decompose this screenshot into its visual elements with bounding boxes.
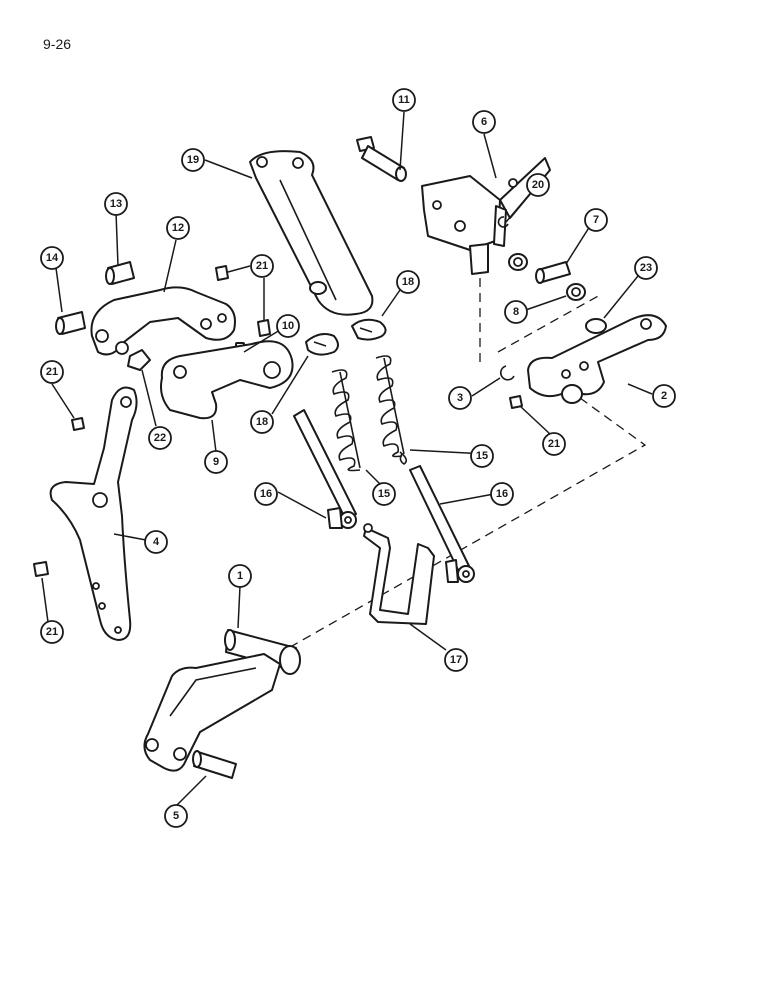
- callout-23: 23: [634, 256, 658, 280]
- callout-22: 22: [148, 426, 172, 450]
- callout-13: 13: [104, 192, 128, 216]
- callout-6: 6: [472, 110, 496, 134]
- svg-text:21: 21: [46, 626, 58, 638]
- svg-text:12: 12: [172, 222, 184, 234]
- page-number: 9-26: [43, 36, 72, 52]
- part-21-fitting-e: [33, 561, 49, 577]
- part-2-pedal-arm: [527, 314, 667, 404]
- svg-text:5: 5: [173, 810, 179, 822]
- svg-text:18: 18: [402, 276, 414, 288]
- part-1-shaft-lever: [143, 629, 301, 772]
- part-19-link-arm: [249, 150, 374, 316]
- part-21-fitting-b: [257, 319, 271, 337]
- callout-18-lower: 18: [250, 410, 274, 434]
- callout-17: 17: [444, 648, 468, 672]
- callout-18-upper: 18: [396, 270, 420, 294]
- part-17-bent-rod: [363, 523, 435, 625]
- callout-10: 10: [276, 314, 300, 338]
- callout-11: 11: [392, 88, 416, 112]
- callout-16-left: 16: [254, 482, 278, 506]
- part-8-bushing-upper: [508, 253, 528, 271]
- svg-text:18: 18: [256, 416, 268, 428]
- callout-21-d: 21: [40, 620, 64, 644]
- callout-21-b: 21: [40, 360, 64, 384]
- part-7-pin: [535, 261, 571, 284]
- svg-text:21: 21: [46, 366, 58, 378]
- svg-text:15: 15: [476, 450, 488, 462]
- svg-text:9: 9: [213, 456, 219, 468]
- alignment-lines: [284, 278, 647, 651]
- leader-lines: [41, 111, 653, 807]
- part-21-fitting-a: [215, 265, 229, 281]
- callout-1: 1: [228, 564, 252, 588]
- callout-8: 8: [504, 300, 528, 324]
- part-15-spring-left: [331, 369, 361, 472]
- callout-21-c: 21: [542, 432, 566, 456]
- callout-4: 4: [144, 530, 168, 554]
- part-23-spacer: [585, 318, 607, 334]
- callout-12: 12: [166, 216, 190, 240]
- svg-text:6: 6: [481, 116, 487, 128]
- part-18-washer-upper: [351, 318, 387, 341]
- svg-text:4: 4: [153, 536, 160, 548]
- part-15-spring-right: [375, 355, 408, 465]
- svg-text:11: 11: [398, 94, 410, 106]
- callout-3: 3: [448, 386, 472, 410]
- svg-text:1: 1: [237, 570, 243, 582]
- svg-text:22: 22: [154, 432, 166, 444]
- svg-text:21: 21: [256, 260, 268, 272]
- callout-19: 19: [181, 148, 205, 172]
- svg-text:3: 3: [457, 392, 463, 404]
- part-16-rod-left: [293, 409, 357, 529]
- svg-text:8: 8: [513, 306, 519, 318]
- part-5-pin: [192, 750, 237, 779]
- part-16-rod-right: [409, 465, 475, 583]
- svg-text:21: 21: [548, 438, 560, 450]
- svg-text:10: 10: [282, 320, 294, 332]
- svg-text:23: 23: [640, 262, 652, 274]
- svg-text:7: 7: [593, 214, 599, 226]
- callout-20: 20: [526, 173, 550, 197]
- svg-text:19: 19: [187, 154, 199, 166]
- svg-text:15: 15: [378, 488, 390, 500]
- part-20-clip: [497, 216, 509, 228]
- callout-16-right: 16: [490, 482, 514, 506]
- part-14-pin: [55, 311, 86, 335]
- svg-text:2: 2: [661, 390, 667, 402]
- svg-text:13: 13: [110, 198, 122, 210]
- callout-15-right: 15: [470, 444, 494, 468]
- part-6-bracket: [421, 157, 551, 275]
- part-8-bushing-lower: [566, 283, 586, 301]
- callout-2: 2: [652, 384, 676, 408]
- part-11-pin: [356, 136, 407, 182]
- svg-text:16: 16: [260, 488, 272, 500]
- callout-9: 9: [204, 450, 228, 474]
- part-18-washer-lower: [305, 333, 339, 356]
- callout-15-left: 15: [372, 482, 396, 506]
- svg-text:14: 14: [46, 252, 59, 264]
- svg-text:20: 20: [532, 179, 544, 191]
- callout-5: 5: [164, 804, 188, 828]
- callout-14: 14: [40, 246, 64, 270]
- svg-text:16: 16: [496, 488, 508, 500]
- svg-text:17: 17: [450, 654, 462, 666]
- part-22-nut: [127, 349, 151, 371]
- part-21-fitting-d: [509, 395, 523, 409]
- callout-21-a: 21: [250, 254, 274, 278]
- part-4-lever-arm: [49, 386, 138, 641]
- callout-7: 7: [584, 208, 608, 232]
- part-13-pin: [105, 261, 135, 285]
- part-12-lever: [90, 286, 236, 356]
- part-21-fitting-c: [71, 417, 85, 431]
- part-9-crank-lever: [160, 340, 294, 420]
- part-3-circlip: [500, 365, 515, 381]
